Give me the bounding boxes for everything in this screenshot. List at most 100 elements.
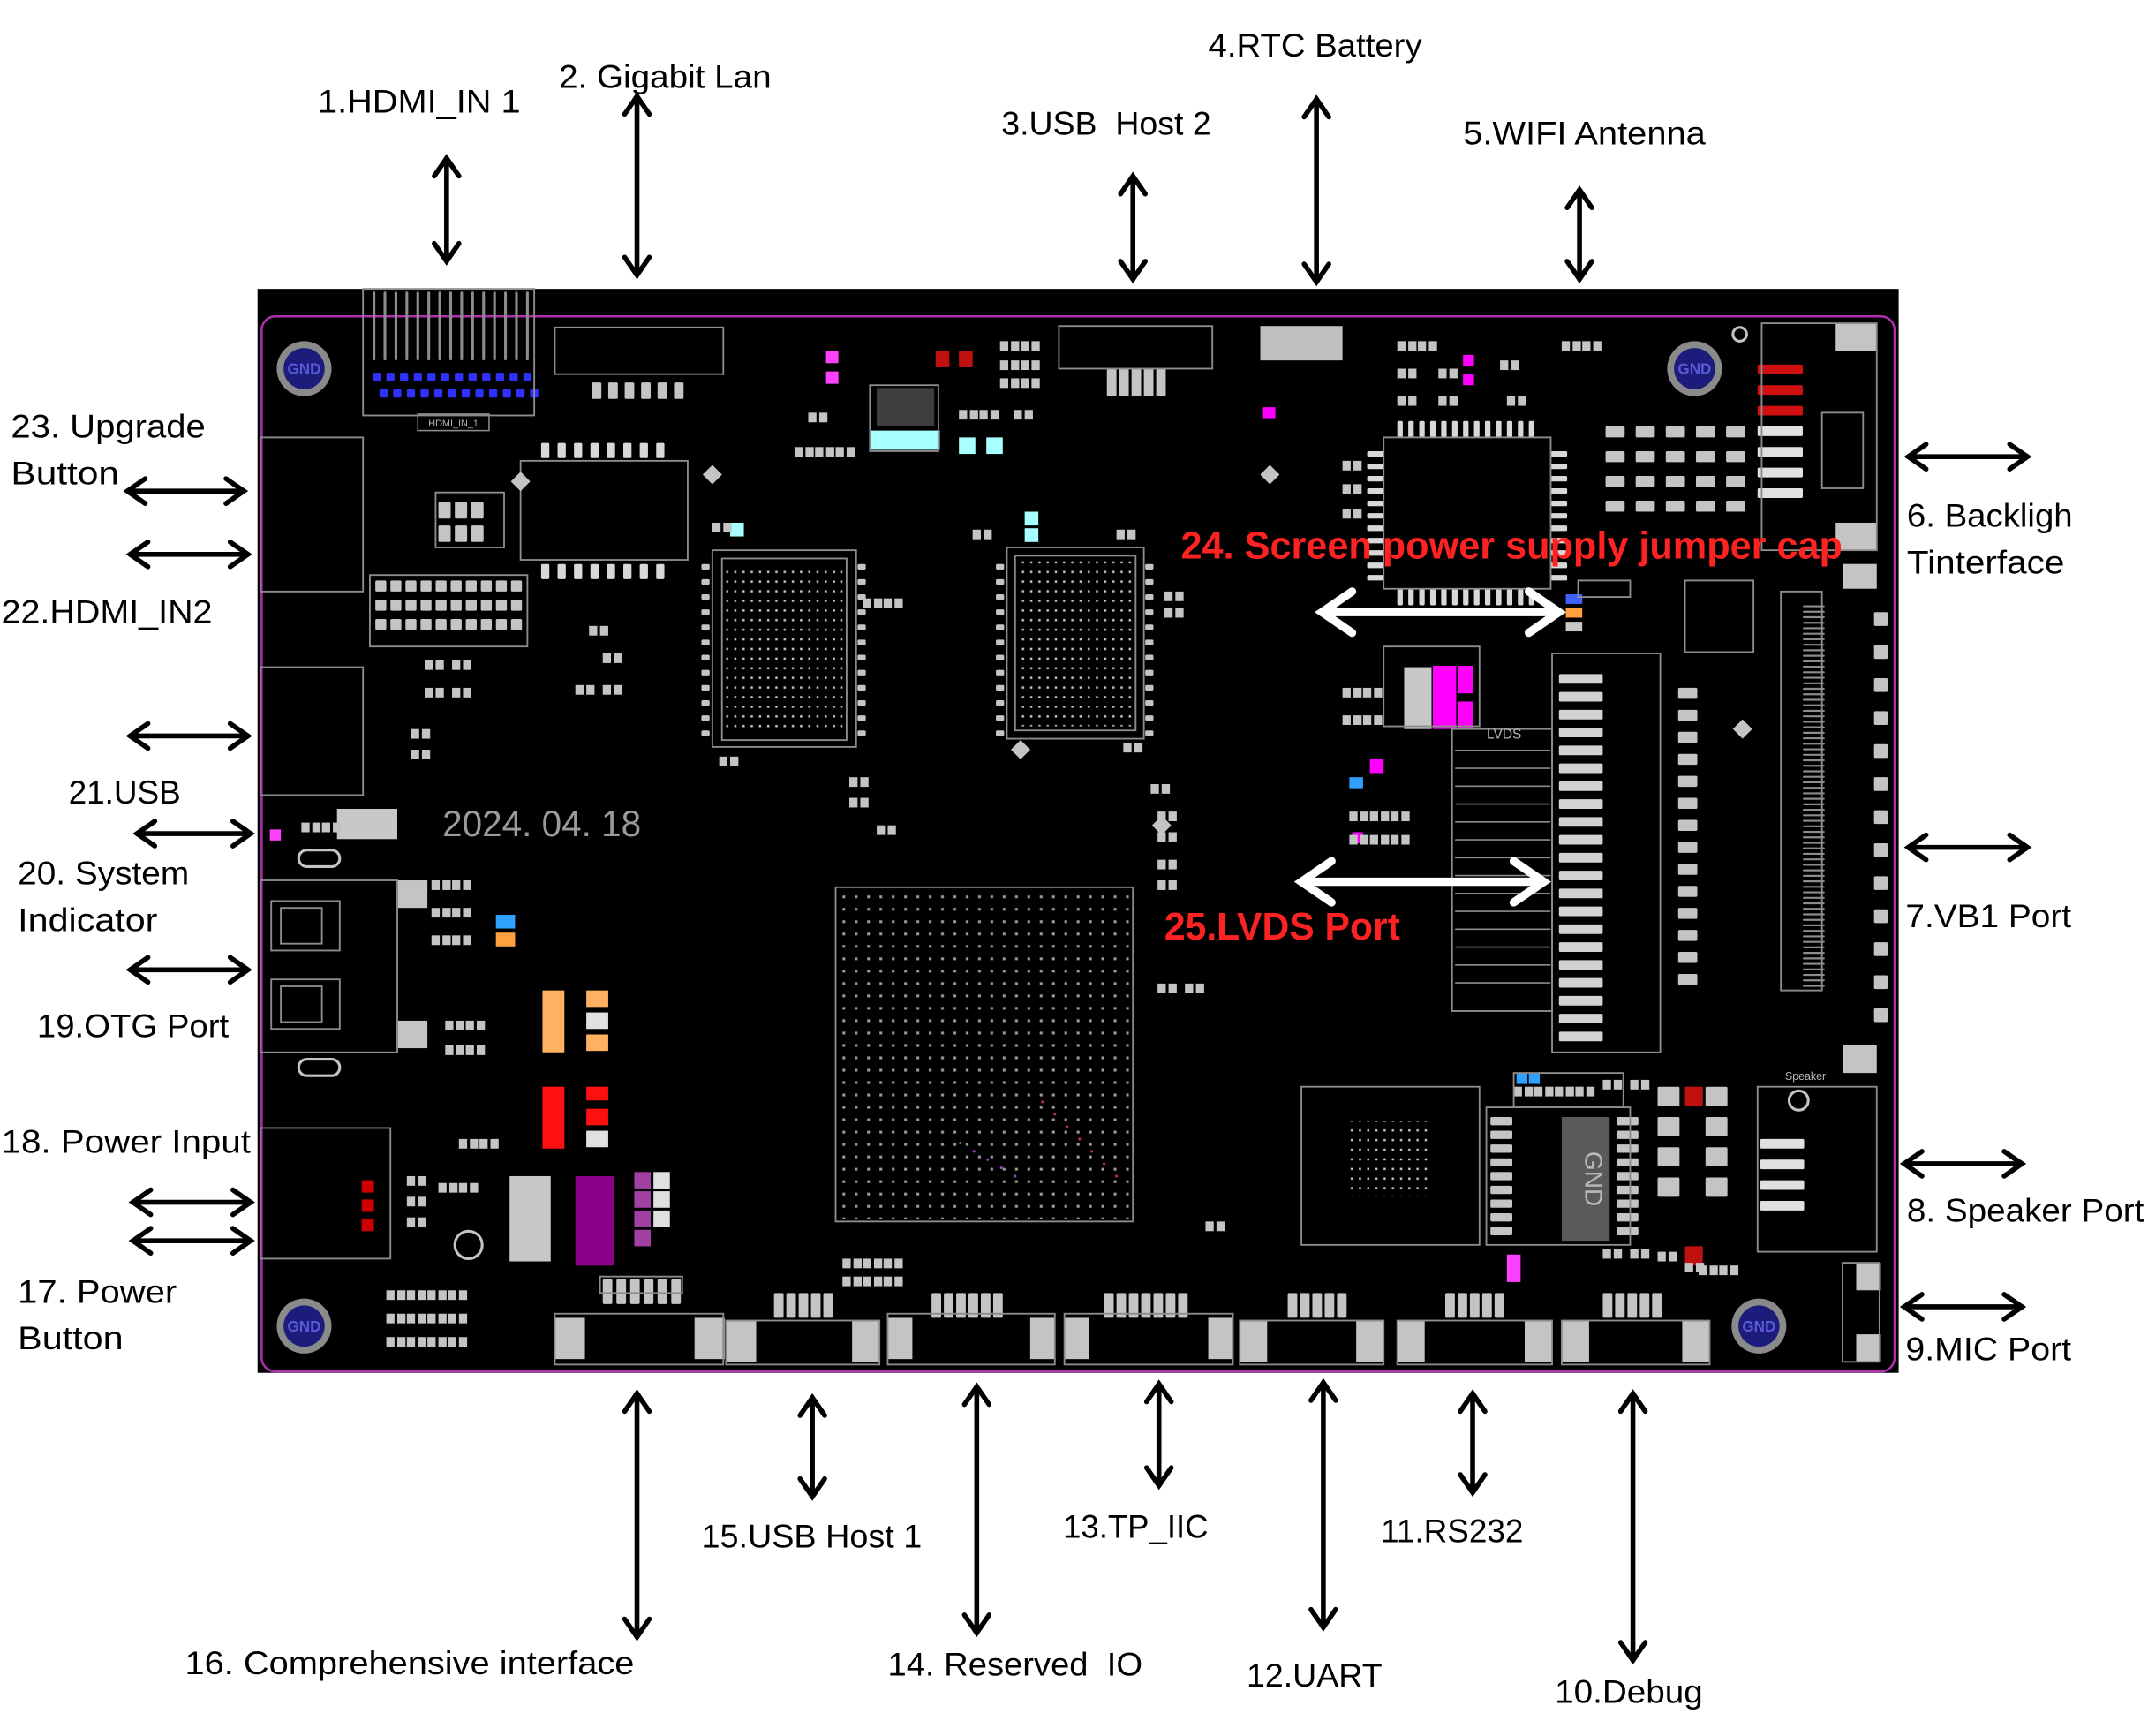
- component-pin: [405, 291, 409, 361]
- component-pin: [1558, 852, 1603, 863]
- component-outline: [711, 549, 857, 748]
- label-power-input: 18. Power Input: [2, 1122, 252, 1159]
- component-pin: [1490, 1227, 1513, 1235]
- smd-pad: [1031, 341, 1040, 351]
- callout-arrow-21: [125, 721, 252, 751]
- component-pin: [1873, 975, 1888, 990]
- smd-pad: [712, 522, 721, 532]
- smd-pad: [1360, 834, 1369, 845]
- silkscreen-box: [417, 413, 490, 432]
- component-pin: [1558, 709, 1603, 720]
- smd-pad: [723, 522, 732, 532]
- mounting-hole-top-right: GND: [1667, 341, 1722, 396]
- component-pin: [1408, 420, 1414, 438]
- component-pin: [495, 373, 505, 381]
- component-pin: [1802, 809, 1825, 811]
- component-pin: [996, 639, 1005, 645]
- component-pin: [1802, 930, 1825, 932]
- component-pin: [1802, 880, 1825, 883]
- smd-pad: [849, 797, 858, 808]
- smd-pad: [406, 1337, 416, 1347]
- smd-pad: [463, 908, 471, 918]
- smd-pad: [458, 1138, 468, 1149]
- smd-pad: [396, 1290, 406, 1301]
- component-pin: [557, 442, 566, 458]
- component-body: [959, 351, 973, 367]
- component-pin: [1457, 1293, 1467, 1318]
- arrow-head: [1564, 259, 1594, 284]
- component-pin: [1705, 1086, 1728, 1106]
- smd-pad: [448, 1337, 456, 1347]
- component-pin: [1635, 426, 1655, 438]
- smd-pad: [575, 684, 584, 695]
- component-pin: [1419, 588, 1425, 606]
- component-pin: [857, 609, 866, 615]
- component-pin: [959, 1142, 962, 1145]
- component-body: [269, 829, 282, 841]
- arrow-head: [1509, 857, 1551, 907]
- component-pin: [1506, 588, 1513, 606]
- smd-pad: [1582, 341, 1591, 351]
- smd-pad: [490, 1138, 499, 1149]
- component-pin: [1550, 476, 1568, 482]
- component-pin: [1469, 1293, 1480, 1318]
- smd-pad: [427, 1337, 436, 1347]
- callout-arrow-19: [125, 955, 252, 985]
- component-pin: [1558, 691, 1603, 702]
- callout-arrow-8: [1899, 1149, 2027, 1179]
- component-pin: [1657, 1147, 1680, 1167]
- smd-pad: [1572, 341, 1581, 351]
- smd-pad: [883, 598, 893, 608]
- component-body: [959, 437, 976, 455]
- callout-arrows: [123, 92, 2032, 1665]
- component-pin: [701, 669, 710, 676]
- component-pin: [465, 619, 477, 630]
- label-otg-port: 19.OTG Port: [37, 1008, 230, 1045]
- component-pin: [1802, 918, 1825, 921]
- component-pin: [488, 389, 498, 398]
- component-pin: [1550, 501, 1568, 507]
- component-pin: [1397, 588, 1403, 606]
- label-rs232: 11.RS232: [1381, 1512, 1523, 1549]
- smd-pad: [1157, 832, 1166, 842]
- smd-pad: [586, 684, 595, 695]
- component-outline: [434, 491, 505, 548]
- component-pin: [1757, 364, 1803, 374]
- component-pin: [1873, 909, 1888, 924]
- smd-pad: [418, 1196, 426, 1207]
- component-pin: [1802, 957, 1825, 960]
- component-pin: [1550, 450, 1568, 457]
- smd-pad: [1116, 529, 1125, 540]
- component-pin: [373, 291, 376, 361]
- component-pin: [441, 373, 449, 381]
- component-pin: [1605, 501, 1625, 512]
- component-body: [554, 1317, 585, 1360]
- highlight-label-screen-power-jumper-cap: 24. Screen power supply jumper cap: [1181, 525, 1843, 567]
- component-pin: [1802, 731, 1825, 734]
- component-body: [634, 1172, 652, 1189]
- component-pin: [1657, 1116, 1680, 1136]
- smd-pad: [458, 1290, 468, 1301]
- smd-pad: [448, 1290, 456, 1301]
- component-body: [1506, 1254, 1521, 1282]
- smd-pad: [1020, 360, 1029, 371]
- label-usb-host-2: 3.USB Host 2: [1001, 105, 1210, 142]
- mounting-hole-center: [1738, 1305, 1780, 1347]
- component-body: [877, 388, 935, 426]
- component-outline: [720, 557, 848, 742]
- smd-pad: [1586, 1086, 1595, 1097]
- smd-pad: [1349, 811, 1358, 822]
- smd-pad: [479, 1138, 488, 1149]
- round-component: [1731, 326, 1748, 343]
- smd-pad: [1175, 608, 1184, 618]
- component-body: [1682, 1320, 1710, 1362]
- callout-arrow-5: [1564, 185, 1594, 284]
- label-upgrade-button-line-1: 23. Upgrade: [11, 407, 205, 444]
- arrow-head: [1308, 1377, 1338, 1403]
- smd-pad: [470, 1182, 479, 1193]
- component-pin: [450, 619, 462, 630]
- component-pin: [1558, 995, 1603, 1006]
- smd-pad: [1349, 834, 1358, 845]
- component-body: [1842, 1045, 1877, 1074]
- diamond-pad: [510, 472, 531, 492]
